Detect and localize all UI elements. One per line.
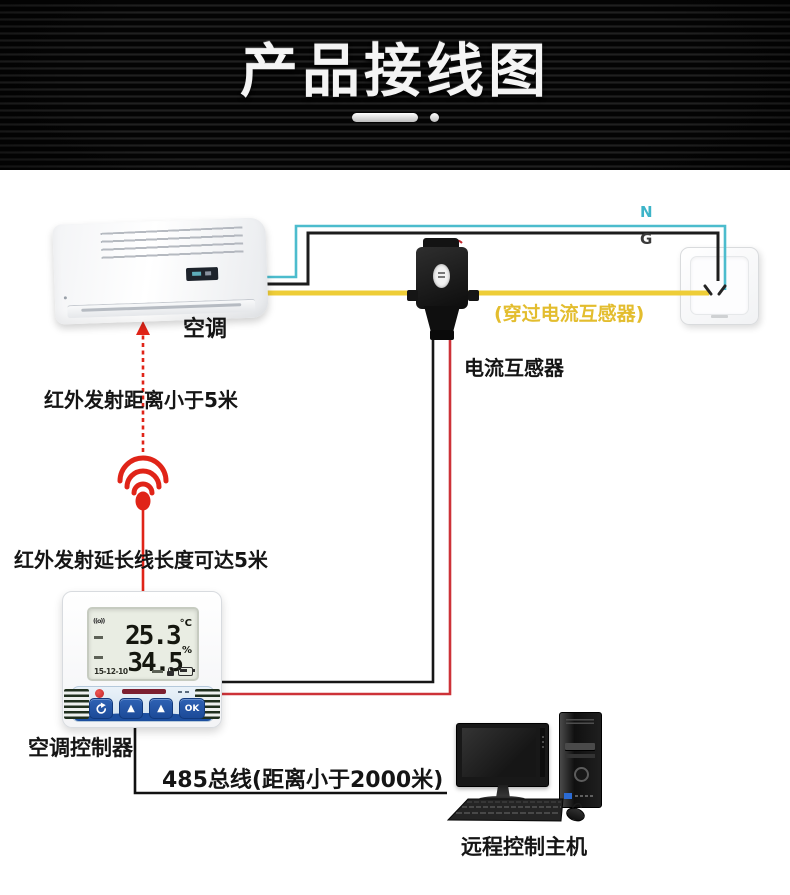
ac-indicator-dot <box>63 296 67 300</box>
current-transformer <box>407 238 479 342</box>
wire-ct-red <box>221 336 452 696</box>
panel-dot-2 <box>185 691 189 693</box>
ct-label-oval <box>433 264 450 288</box>
keyboard <box>446 798 564 822</box>
lcd-temperature: 25.3°C <box>125 618 192 651</box>
ac-bottom-flap <box>67 298 256 319</box>
remote-host-label: 远程控制主机 <box>461 835 587 859</box>
ac-vent-slats <box>100 226 244 263</box>
controller-lcd: ((o)) 25.3°C 34.5% 15-12-10 <box>87 607 199 681</box>
ct-note-label: (穿过电流互感器) <box>494 303 645 325</box>
monitor-screen <box>462 728 536 777</box>
ir-arrowhead <box>136 321 150 335</box>
tower-port-marks <box>575 795 593 797</box>
wifi-icon <box>117 455 169 511</box>
lcd-record-mark <box>152 670 163 673</box>
ir-extension-label: 红外发射延长线长度可达5米 <box>14 548 268 572</box>
ac-label: 空调 <box>183 317 228 342</box>
wire-ct-black <box>221 336 435 684</box>
tower-drive-bay <box>565 743 595 750</box>
ct-clip-right <box>468 290 479 301</box>
lcd-status-row: 15-12-10 <box>94 666 195 676</box>
brand-logo-dot <box>95 689 104 698</box>
socket-slot-left <box>703 284 713 296</box>
title-underline-dot <box>430 113 439 122</box>
vent-louver-left <box>64 689 89 719</box>
monitor-button-strip <box>540 728 545 777</box>
lcd-signal-icon: ((o)) <box>93 617 105 625</box>
keyboard-svg <box>446 798 582 822</box>
controller-label: 空调控制器 <box>28 736 133 760</box>
ac-controller: ((o)) 25.3°C 34.5% 15-12-10 <box>62 591 222 728</box>
lcd-date: 15-12-10 <box>94 667 128 676</box>
socket-slot-right <box>717 284 727 296</box>
panel-maroon-bar <box>122 689 166 694</box>
lock-icon <box>167 666 174 676</box>
ct-connector <box>430 330 454 340</box>
monitor <box>456 723 549 787</box>
monitor-neck <box>496 785 510 798</box>
ok-button[interactable]: OK <box>179 698 205 719</box>
panel-wave-decor <box>72 713 214 721</box>
ct-label: 电流互感器 <box>464 356 564 380</box>
bus-line <box>133 726 447 795</box>
ac-display <box>185 266 219 282</box>
controller-button-panel: ▲ ▲ OK <box>71 686 215 722</box>
tower-power-button <box>574 767 589 782</box>
back-button[interactable] <box>89 698 113 719</box>
header-banner: 产品接线图 <box>0 0 790 170</box>
ct-lower-housing <box>424 306 460 333</box>
lcd-left-mark-1 <box>94 636 103 639</box>
wire-n-label: N <box>640 203 653 221</box>
remote-host-computer <box>440 705 620 835</box>
air-conditioner <box>52 217 269 325</box>
wire-neutral <box>264 224 727 290</box>
socket-brand-mark <box>711 315 728 318</box>
up-button-2[interactable]: ▲ <box>149 698 173 719</box>
wire-ground <box>264 231 720 286</box>
tower-drive-bay-2 <box>565 754 595 758</box>
panel-dot-1 <box>178 691 182 693</box>
tower-sticker <box>564 793 572 799</box>
title-underline-dash <box>352 113 418 122</box>
page-title: 产品接线图 <box>239 37 550 105</box>
wire-g-label: G <box>640 230 653 248</box>
pc-tower <box>559 712 602 808</box>
back-arrow-icon <box>95 702 106 714</box>
up-button-1[interactable]: ▲ <box>119 698 143 719</box>
tower-vents <box>566 719 594 725</box>
ct-clip-left <box>407 290 418 301</box>
battery-icon <box>178 667 195 676</box>
lcd-left-mark-2 <box>94 656 103 659</box>
ir-distance-label: 红外发射距离小于5米 <box>44 388 238 412</box>
bus-label: 485总线(距离小于2000米) <box>162 768 444 793</box>
socket-faceplate <box>690 256 749 315</box>
wall-socket <box>680 247 759 325</box>
